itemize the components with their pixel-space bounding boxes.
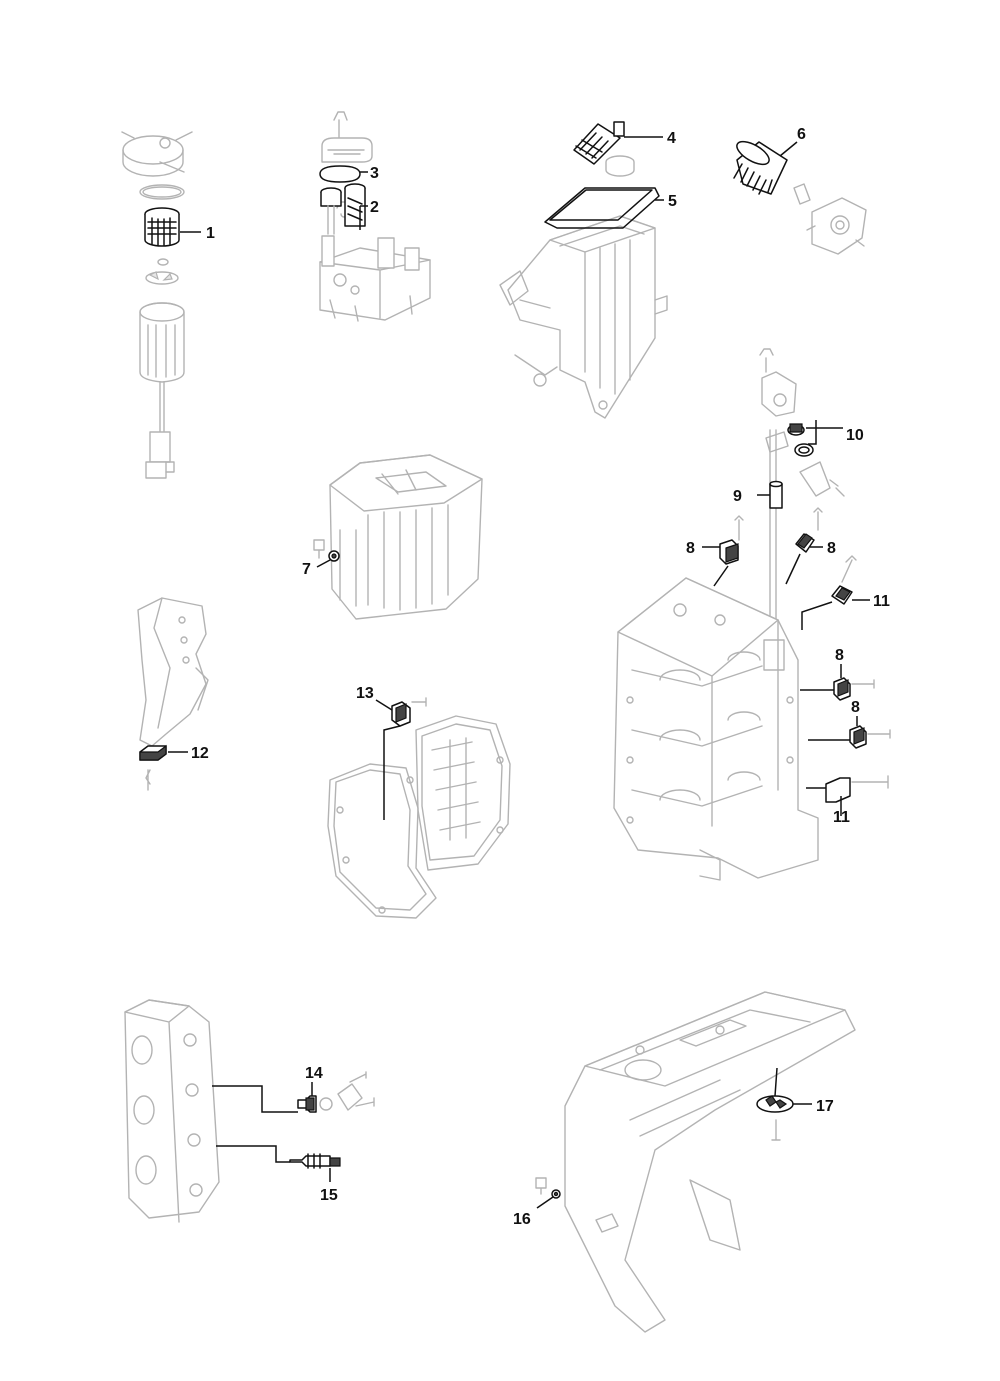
callout-3: 3 (370, 165, 379, 182)
part-2-valve (320, 183, 366, 235)
part-9-collar (769, 480, 783, 509)
part-7-plug (313, 539, 340, 562)
callout-5: 5 (668, 193, 677, 210)
fuel-pump-body (319, 201, 431, 322)
callout-8b: 8 (827, 540, 836, 557)
tilt-bracket (137, 597, 209, 747)
callout-1: 1 (206, 225, 215, 242)
callout-11a: 11 (873, 593, 890, 610)
part-14-temperature-sensor (297, 1071, 375, 1113)
callout-12: 12 (191, 745, 209, 762)
callout-6: 6 (797, 126, 806, 143)
cylinder-block (613, 577, 819, 881)
part-11-anode-b (825, 775, 889, 803)
callout-2: 2 (370, 199, 379, 216)
part-8-anode-c (833, 677, 875, 701)
callout-4: 4 (667, 130, 676, 147)
part-8-anode-a (719, 515, 744, 565)
callout-8c: 8 (835, 647, 844, 664)
callout-11b: 11 (833, 809, 850, 826)
exhaust-housing (329, 454, 483, 620)
exhaust-cover-gaskets (327, 697, 511, 919)
part-4-strainer (573, 121, 625, 165)
callout-14: 14 (305, 1065, 323, 1082)
part-8-anode-d (849, 725, 891, 749)
part-5-gasket (544, 187, 660, 229)
part-17-anode (756, 1095, 794, 1141)
part-6-oil-filter (733, 140, 788, 195)
part-12-anode (139, 744, 167, 791)
oil-filter-bracket (793, 183, 867, 255)
part-11-anode-a (831, 555, 857, 605)
part-8-anode-b (795, 507, 823, 553)
callout-13: 13 (356, 685, 374, 702)
gear-case (564, 991, 856, 1333)
callout-16: 16 (513, 1211, 531, 1228)
part-10-thermostat (787, 423, 814, 457)
oil-pan-assembly (499, 155, 668, 419)
fuel-filter-assembly (121, 131, 193, 479)
part-13-anode (391, 701, 411, 727)
cylinder-head (124, 999, 220, 1223)
callout-8d: 8 (851, 699, 860, 716)
callout-7: 7 (302, 561, 311, 578)
callout-17: 17 (816, 1098, 834, 1115)
part-15-spark-plug (289, 1153, 341, 1169)
part-1-filter-element (144, 207, 180, 247)
callout-8a: 8 (686, 540, 695, 557)
part-3-cover (319, 111, 373, 183)
callout-9: 9 (733, 488, 742, 505)
part-16-plug (535, 1177, 561, 1199)
callout-10: 10 (846, 427, 864, 444)
callout-15: 15 (320, 1187, 338, 1204)
